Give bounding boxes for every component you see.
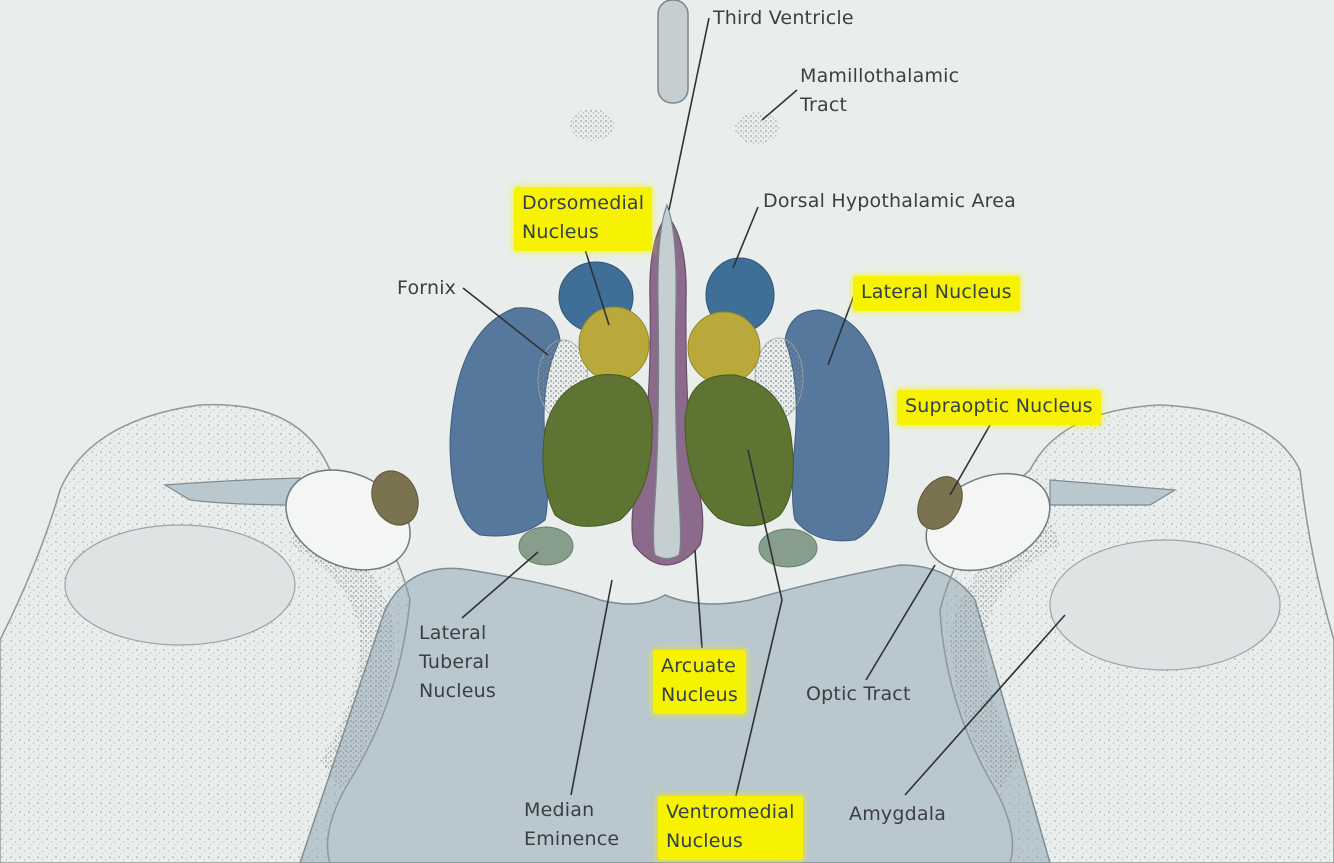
third-ventricle-upper [657,0,689,104]
label-dorsal-hypothalamic-area: Dorsal Hypothalamic Area [763,190,1016,212]
label-amygdala: Amygdala [849,803,947,825]
label-dorsomedial-nucleus: Dorsomedial Nucleus [514,187,653,251]
label-lateral-tuberal-nucleus: Lateral Tuberal Nucleus [419,622,497,702]
mamillothalamic-spot-left [570,109,614,141]
leader-dorsal-hypothalamic [732,206,759,269]
supraoptic-nucleus-right [917,476,963,530]
leader-optic-tract [865,564,936,681]
lateral-tuberal-nucleus-left [518,526,574,566]
label-mamillothalamic-tract: Mamillothalamic Tract [800,65,960,116]
leader-ventromedial-2 [747,449,783,601]
dorsomedial-nucleus-left [578,306,650,382]
label-arcuate-nucleus: Arcuate Nucleus [653,650,747,714]
leader-ventromedial [734,599,783,801]
leader-dorsomedial [581,239,610,326]
label-fornix: Fornix [397,277,457,299]
leader-arcuate [694,549,703,649]
label-third-ventricle: Third Ventricle [713,7,854,29]
right-optic-channel [1049,479,1177,506]
ventromedial-nucleus-left [542,374,653,527]
right-amygdala-band [950,520,1060,790]
dorsomedial-nucleus-right [687,311,761,385]
leader-third-ventricle [668,17,710,211]
label-lateral-nucleus: Lateral Nucleus [853,276,1020,311]
label-ventromedial-nucleus: Ventromedial Nucleus [658,796,803,860]
leader-median-eminence [570,579,613,796]
label-optic-tract: Optic Tract [806,683,911,705]
leader-amygdala [904,614,1066,796]
leader-lateral-nucleus [827,289,857,366]
third-ventricle-lower [652,203,682,560]
right-amygdala-inner [1049,539,1281,671]
leader-lines [461,17,1066,801]
leader-fornix [462,287,549,356]
leader-mamillothalamic [761,89,798,121]
mamillothalamic-spot-right [735,112,779,144]
ventral-region [299,564,1051,863]
ventromedial-nucleus-right [684,374,794,527]
label-median-eminence: Median Eminence [524,799,620,850]
supraoptic-nucleus-left [371,470,419,526]
left-amygdala-band [290,520,395,790]
left-temporal-inner [64,524,296,646]
leader-lateral-tuberal [461,551,539,619]
leader-supraoptic [949,424,991,496]
label-supraoptic-nucleus: Supraoptic Nucleus [897,390,1101,425]
lateral-tuberal-nucleus-right [758,528,818,568]
